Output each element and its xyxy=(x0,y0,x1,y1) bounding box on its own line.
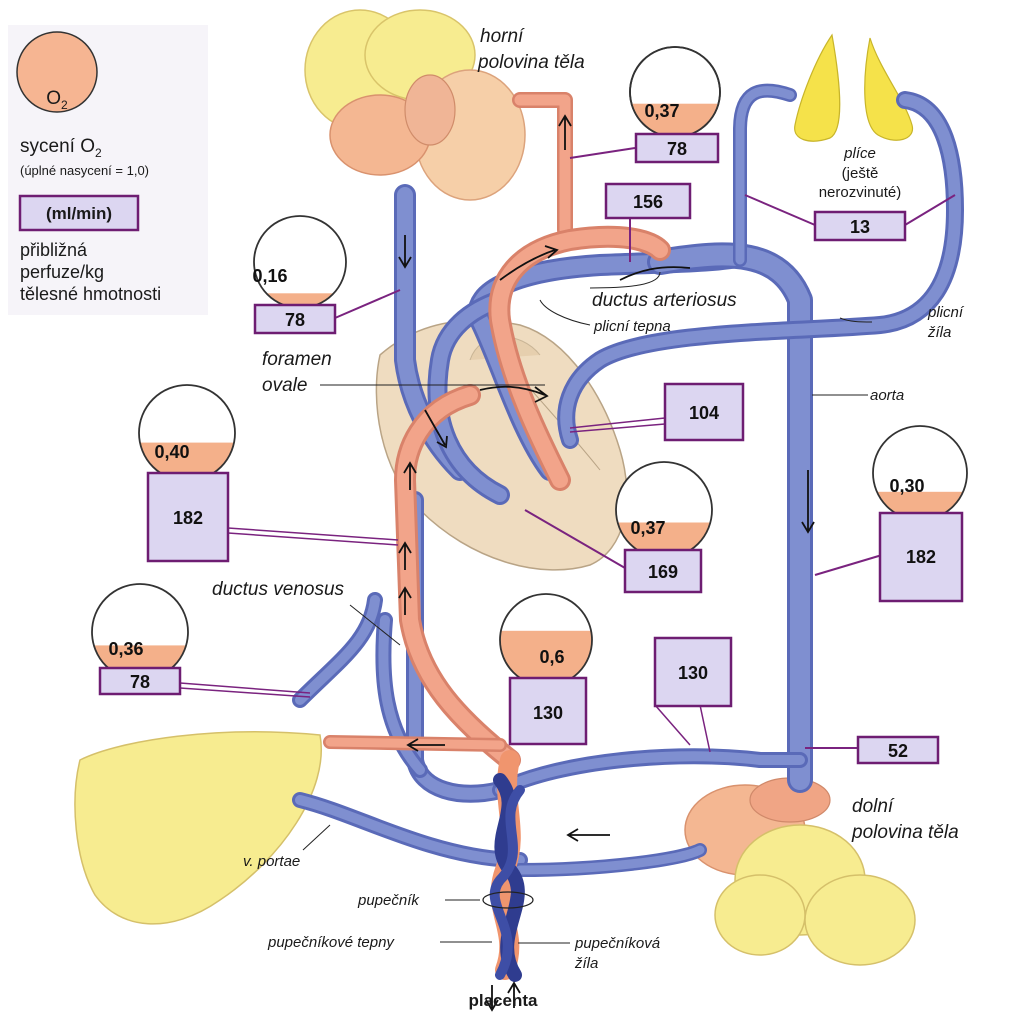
saturation-left-ventricle: 0,37 xyxy=(615,461,713,559)
saturation-hepatic-value: 0,36 xyxy=(108,639,143,659)
saturation-da-value: 0,30 xyxy=(889,476,924,496)
label-upper-body-1: horní xyxy=(480,26,525,47)
label-portal-vein: v. portae xyxy=(243,853,300,870)
label-umbilical-cord: pupečník xyxy=(357,892,420,909)
label-aorta: aorta xyxy=(870,387,904,404)
perfusion-lungs-box xyxy=(813,210,907,242)
saturation-ivc-value: 0,40 xyxy=(154,442,189,462)
perfusion-ductus-arteriosus-box xyxy=(604,182,692,220)
label-lungs-3: nerozvinuté) xyxy=(819,184,902,201)
perfusion-svc-box xyxy=(253,303,337,335)
legend-perfusion-line2: perfuze/kg xyxy=(20,262,104,282)
perfusion-descending-aorta: 182 xyxy=(906,547,936,567)
perfusion-left-ventricle-box xyxy=(623,548,703,594)
upper-body-organs xyxy=(304,9,526,201)
perfusion-head-box xyxy=(634,132,720,164)
leader-lines xyxy=(179,147,956,944)
label-lungs-2: (ještě xyxy=(842,165,879,182)
label-umbilical-vein-2: žíla xyxy=(574,955,598,972)
label-lungs-1: plíce xyxy=(843,145,876,162)
label-lower-body-2: polovina těla xyxy=(851,822,959,843)
saturation-uv-value: 0,6 xyxy=(539,647,564,667)
anatomy-labels: horní polovina těla plíce (ještě nerozvi… xyxy=(212,26,965,1010)
label-upper-body-2: polovina těla xyxy=(477,52,585,73)
perfusion-umbilical-vein: 130 xyxy=(533,703,563,723)
perfusion-left-ventricle: 169 xyxy=(648,562,678,582)
legend-perfusion-line1: přibližná xyxy=(20,240,88,260)
saturation-umbilical-vein: 0,6 xyxy=(499,593,593,687)
saturation-svc-value: 0,16 xyxy=(252,266,287,286)
perfusion-pulmonary-artery-box xyxy=(663,382,745,442)
label-umbilical-vein-1: pupečníková xyxy=(574,935,660,952)
legend-saturation-circle xyxy=(16,31,98,113)
label-ductus-venosus: ductus venosus xyxy=(212,579,345,600)
vessels xyxy=(292,83,964,982)
saturation-head: 0,37 xyxy=(629,46,721,138)
perfusion-umbilical-vein-box xyxy=(508,676,588,746)
label-lower-body-1: dolní xyxy=(852,796,895,817)
saturation-head-value: 0,37 xyxy=(644,101,679,121)
perfusion-ductus-arteriosus: 156 xyxy=(633,192,663,212)
label-umbilical-arteries: pupečníkové tepny xyxy=(267,934,395,951)
perfusion-umbilical-arteries: 130 xyxy=(678,663,708,683)
legend-unit-label: (ml/min) xyxy=(46,204,112,223)
saturation-ivc-heart: 0,40 xyxy=(138,384,236,482)
legend: O2 sycení O2 (úplné nasycení = 1,0) (ml/… xyxy=(8,25,208,315)
legend-saturation-label: sycení O2 xyxy=(20,136,102,160)
flow-arrows xyxy=(398,114,815,1012)
label-foramen-1: foramen xyxy=(262,349,332,370)
saturation-hepatic: 0,36 xyxy=(91,583,189,681)
legend-unit-box xyxy=(18,194,140,232)
saturation-lv-value: 0,37 xyxy=(630,518,665,538)
perfusion-umbilical-arteries-box xyxy=(653,636,733,708)
perfusion-pulmonary-artery: 104 xyxy=(689,403,719,423)
legend-perfusion-line3: tělesné hmotnosti xyxy=(20,284,161,304)
legend-saturation-note: (úplné nasycení = 1,0) xyxy=(20,163,149,178)
perfusion-ivc-heart: 182 xyxy=(173,508,203,528)
saturation-descending-aorta: 0,30 xyxy=(872,425,968,521)
label-ductus-arteriosus: ductus arteriosus xyxy=(592,290,737,311)
label-foramen-2: ovale xyxy=(262,375,307,396)
saturation-svc: 0,16 xyxy=(252,215,347,309)
label-pulmonary-vein-2: žíla xyxy=(927,324,951,341)
perfusion-lower-body: 52 xyxy=(888,741,908,761)
perfusion-ivc-box xyxy=(146,471,230,563)
perfusion-head: 78 xyxy=(667,139,687,159)
label-placenta: placenta xyxy=(469,991,539,1010)
liver-organ xyxy=(74,731,322,925)
label-pulmonary-artery: plicní tepna xyxy=(593,318,671,335)
saturation-indicators: 0,37 0,16 0,40 0,37 0,36 xyxy=(91,46,968,687)
perfusion-lungs: 13 xyxy=(850,217,870,237)
perfusion-svc: 78 xyxy=(285,310,305,330)
perfusion-boxes: 78 156 13 78 104 182 169 182 78 130 130 … xyxy=(98,132,964,765)
perfusion-hepatic: 78 xyxy=(130,672,150,692)
label-pulmonary-vein-1: plicní xyxy=(927,304,965,321)
lower-body-organs xyxy=(684,777,916,966)
perfusion-lower-body-box xyxy=(856,735,940,765)
lungs-organ xyxy=(794,33,913,142)
legend-o2-symbol: O2 xyxy=(46,88,68,112)
perfusion-hepatic-box xyxy=(98,666,182,696)
perfusion-descending-aorta-box xyxy=(878,511,964,603)
